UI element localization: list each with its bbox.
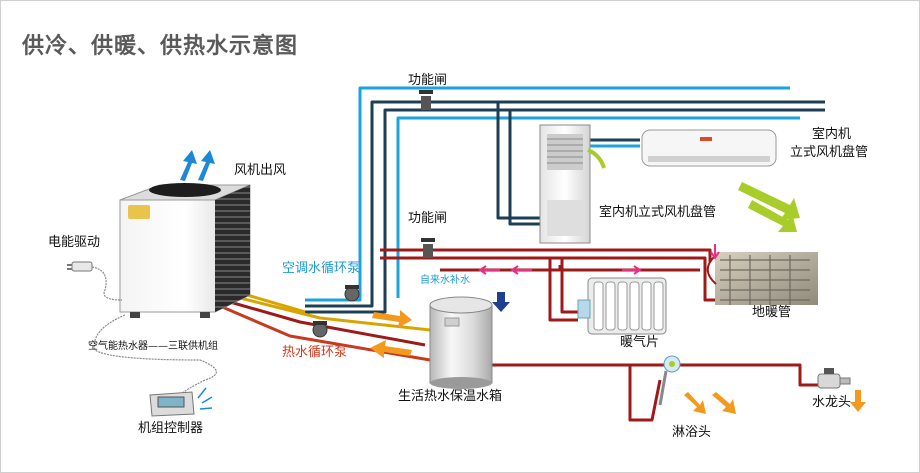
floor-pink-arrow-icon <box>710 244 720 260</box>
label-ac-loop: 空调水循环泵 <box>282 261 361 276</box>
faucet-orange-arrow-icon <box>850 390 866 412</box>
fan-out-arrows-icon <box>180 150 215 181</box>
cold-water-pipes <box>305 86 825 314</box>
label-heater: 暖气片 <box>620 335 660 350</box>
stand-green-arrow-icon <box>587 148 606 169</box>
tank-down-arrow-icon <box>492 292 510 312</box>
wall-fan-coil <box>641 129 777 167</box>
faucet-icon <box>817 368 851 389</box>
label-electric: 电能驱动 <box>48 235 101 250</box>
controller-icon[interactable] <box>149 387 213 417</box>
label-indoor-unit: 室内机 <box>812 127 852 142</box>
label-floor-heat: 地暖管 <box>752 305 792 320</box>
shower-orange-arrows-icon <box>684 392 736 414</box>
standing-fan-coil <box>539 124 591 244</box>
label-valve-mid: 功能闸 <box>408 211 448 226</box>
label-shower: 淋浴头 <box>672 425 712 440</box>
label-controller: 机组控制器 <box>138 421 204 436</box>
makeup-pink-arrows-icon <box>478 265 532 275</box>
hot-water-tank <box>429 296 493 389</box>
label-indoor-stand: 室内机立式风机盘管 <box>599 205 717 220</box>
page-title: 供冷、供暖、供热水示意图 <box>22 34 299 59</box>
label-hot-loop: 热水循环泵 <box>282 345 348 360</box>
ac-pump-icon <box>344 285 360 302</box>
label-faucet: 水龙头 <box>812 395 852 410</box>
label-fan-out: 风机出风 <box>234 163 287 178</box>
radiator <box>577 277 667 335</box>
unit-logo <box>128 205 150 219</box>
floor-heating-panel <box>706 252 818 305</box>
wall-green-arrows-icon <box>738 182 800 232</box>
hot-loop-orange-arrows-icon <box>370 310 412 358</box>
label-fan-coil: 立式风机盘管 <box>790 145 869 160</box>
power-plug-icon <box>67 261 123 301</box>
shower-head-icon <box>658 355 681 406</box>
controller-cable <box>93 314 217 396</box>
label-valve-top: 功能闸 <box>408 73 448 88</box>
heater-pink-arrow-icon <box>622 265 642 275</box>
valve-mid-icon[interactable] <box>421 238 435 258</box>
hot-pump-icon <box>312 321 328 338</box>
label-tank: 生活热水保温水箱 <box>398 389 503 404</box>
heat-pump-unit <box>119 183 251 318</box>
label-makeup: 自来水补水 <box>420 275 470 286</box>
label-unit-name: 空气能热水器——三联供机组 <box>88 341 218 352</box>
valve-top-icon[interactable] <box>419 90 433 110</box>
